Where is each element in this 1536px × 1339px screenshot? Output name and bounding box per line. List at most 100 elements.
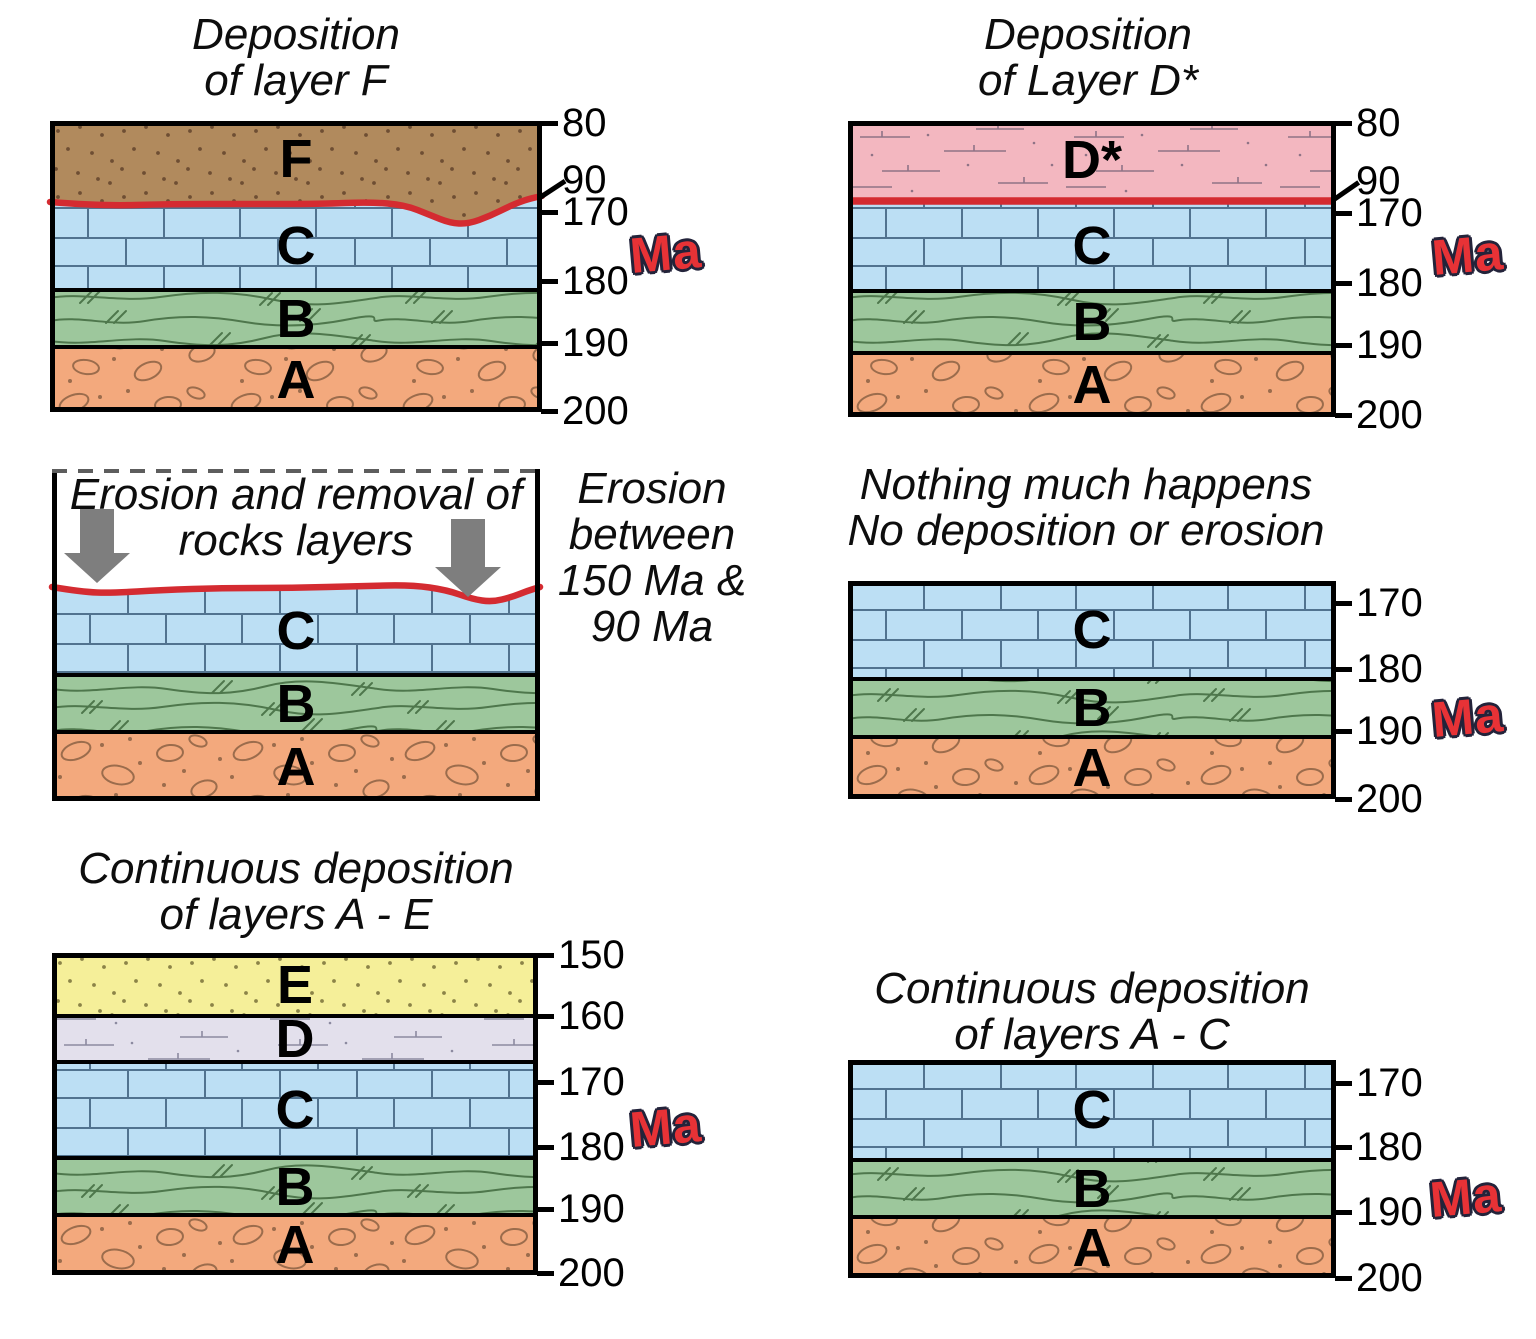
layer-label-C: C	[1072, 1080, 1112, 1140]
layer-label-F: F	[279, 129, 313, 189]
layer-label-C: C	[275, 1080, 315, 1140]
layer-label-A: A	[276, 736, 316, 797]
tick-label-170: 170	[558, 1060, 625, 1104]
erosion-arrow-down-icon	[64, 509, 130, 583]
layer-label-C: C	[276, 215, 316, 276]
tick-mark-190	[1335, 1209, 1352, 1215]
tick-mark-190	[1335, 728, 1352, 734]
layer-label-B: B	[276, 673, 316, 734]
tick-label-170: 170	[562, 190, 629, 234]
tick-mark-190	[537, 1206, 554, 1212]
ma-unit-label: Ma	[1427, 1165, 1504, 1229]
tick-label-190: 190	[562, 321, 629, 365]
layer-label-A: A	[1072, 1217, 1112, 1278]
panel-title-line: Deposition	[192, 10, 400, 59]
layer-label-B: B	[275, 1156, 315, 1217]
layer-label-D-star: D*	[1061, 130, 1122, 190]
tick-mark-80	[1335, 120, 1352, 126]
erosion-side-note-line: between	[568, 510, 736, 559]
layer-label-D: D	[275, 1009, 315, 1069]
tick-label-200: 200	[562, 389, 629, 433]
tick-mark-180	[1335, 1144, 1352, 1150]
tick-mark-180	[537, 1144, 554, 1150]
tick-mark-160	[537, 1013, 554, 1019]
tick-mark-180	[1335, 666, 1352, 672]
tick-mark-200	[1335, 1275, 1352, 1281]
layer-label-B: B	[276, 288, 316, 349]
tick-mark-150	[537, 952, 554, 958]
tick-mark-190	[1335, 342, 1352, 348]
erosion-caption-line: rocks layers	[178, 516, 414, 565]
panel-title-line: of layer F	[204, 56, 388, 105]
tick-mark-200	[1335, 412, 1352, 418]
panel-title-line: Nothing much happens	[859, 460, 1313, 509]
layer-label-C: C	[276, 601, 316, 661]
layer-label-B: B	[1072, 1158, 1112, 1219]
tick-label-200: 200	[558, 1251, 625, 1295]
tick-label-190: 190	[558, 1187, 625, 1231]
panel-title-line: of layers A - E	[159, 890, 433, 939]
erosion-side-note-line: 90 Ma	[590, 602, 714, 651]
tick-label-90: 90	[1356, 159, 1401, 203]
tick-mark-170	[1335, 600, 1352, 606]
tick-mark-170	[541, 209, 558, 215]
erosion-side-note-line: 150 Ma &	[557, 556, 747, 605]
tick-mark-170	[1335, 1080, 1352, 1086]
tick-label-170: 170	[1356, 191, 1423, 235]
tick-mark-200	[1335, 796, 1352, 802]
tick-label-150: 150	[558, 933, 625, 977]
layer-label-A: A	[1072, 738, 1112, 798]
erosion-caption-line: Erosion and removal of	[69, 470, 523, 519]
panel-title-line: Continuous deposition	[78, 844, 514, 893]
tick-mark-80	[541, 120, 558, 126]
panel-title-line: of Layer D*	[977, 56, 1199, 105]
layer-label-B: B	[1072, 292, 1112, 352]
tick-mark-200	[541, 408, 558, 414]
tick-label-170: 170	[1356, 1061, 1423, 1105]
tick-label-200: 200	[1356, 393, 1423, 437]
tick-label-160: 160	[558, 994, 625, 1038]
tick-label-190: 190	[1356, 323, 1423, 367]
panel-title-line: Deposition	[984, 10, 1192, 59]
tick-label-190: 190	[1356, 709, 1423, 753]
tick-label-180: 180	[562, 259, 629, 303]
tick-mark-180	[541, 278, 558, 284]
tick-mark-170	[1335, 210, 1352, 216]
tick-mark-190	[541, 340, 558, 346]
tick-mark-200	[537, 1270, 554, 1276]
continuous-deposition-a-e-strata	[52, 953, 538, 1275]
panel-title-line: Continuous deposition	[874, 964, 1310, 1013]
erosion-arrow-down-icon	[435, 519, 501, 597]
tick-label-90: 90	[562, 158, 607, 202]
tick-label-170: 170	[1356, 581, 1423, 625]
tick-label-180: 180	[1356, 1125, 1423, 1169]
layer-label-B: B	[1072, 678, 1112, 738]
tick-label-80: 80	[1356, 101, 1401, 145]
tick-mark-180	[1335, 280, 1352, 286]
panel-title-line: No deposition or erosion	[847, 506, 1325, 555]
tick-label-190: 190	[1356, 1190, 1423, 1234]
tick-label-180: 180	[558, 1125, 625, 1169]
erosion-and-removal-strata	[48, 469, 544, 801]
deposition-of-layer-f-strata	[46, 121, 546, 412]
continuous-deposition-a-c-strata	[848, 1060, 1336, 1278]
deposition-of-layer-d-star-strata	[848, 121, 1336, 417]
tick-label-200: 200	[1356, 777, 1423, 821]
layer-label-E: E	[276, 954, 314, 1015]
layer-label-C: C	[1072, 216, 1112, 276]
layer-label-A: A	[275, 1215, 315, 1275]
tick-label-80: 80	[562, 101, 607, 145]
